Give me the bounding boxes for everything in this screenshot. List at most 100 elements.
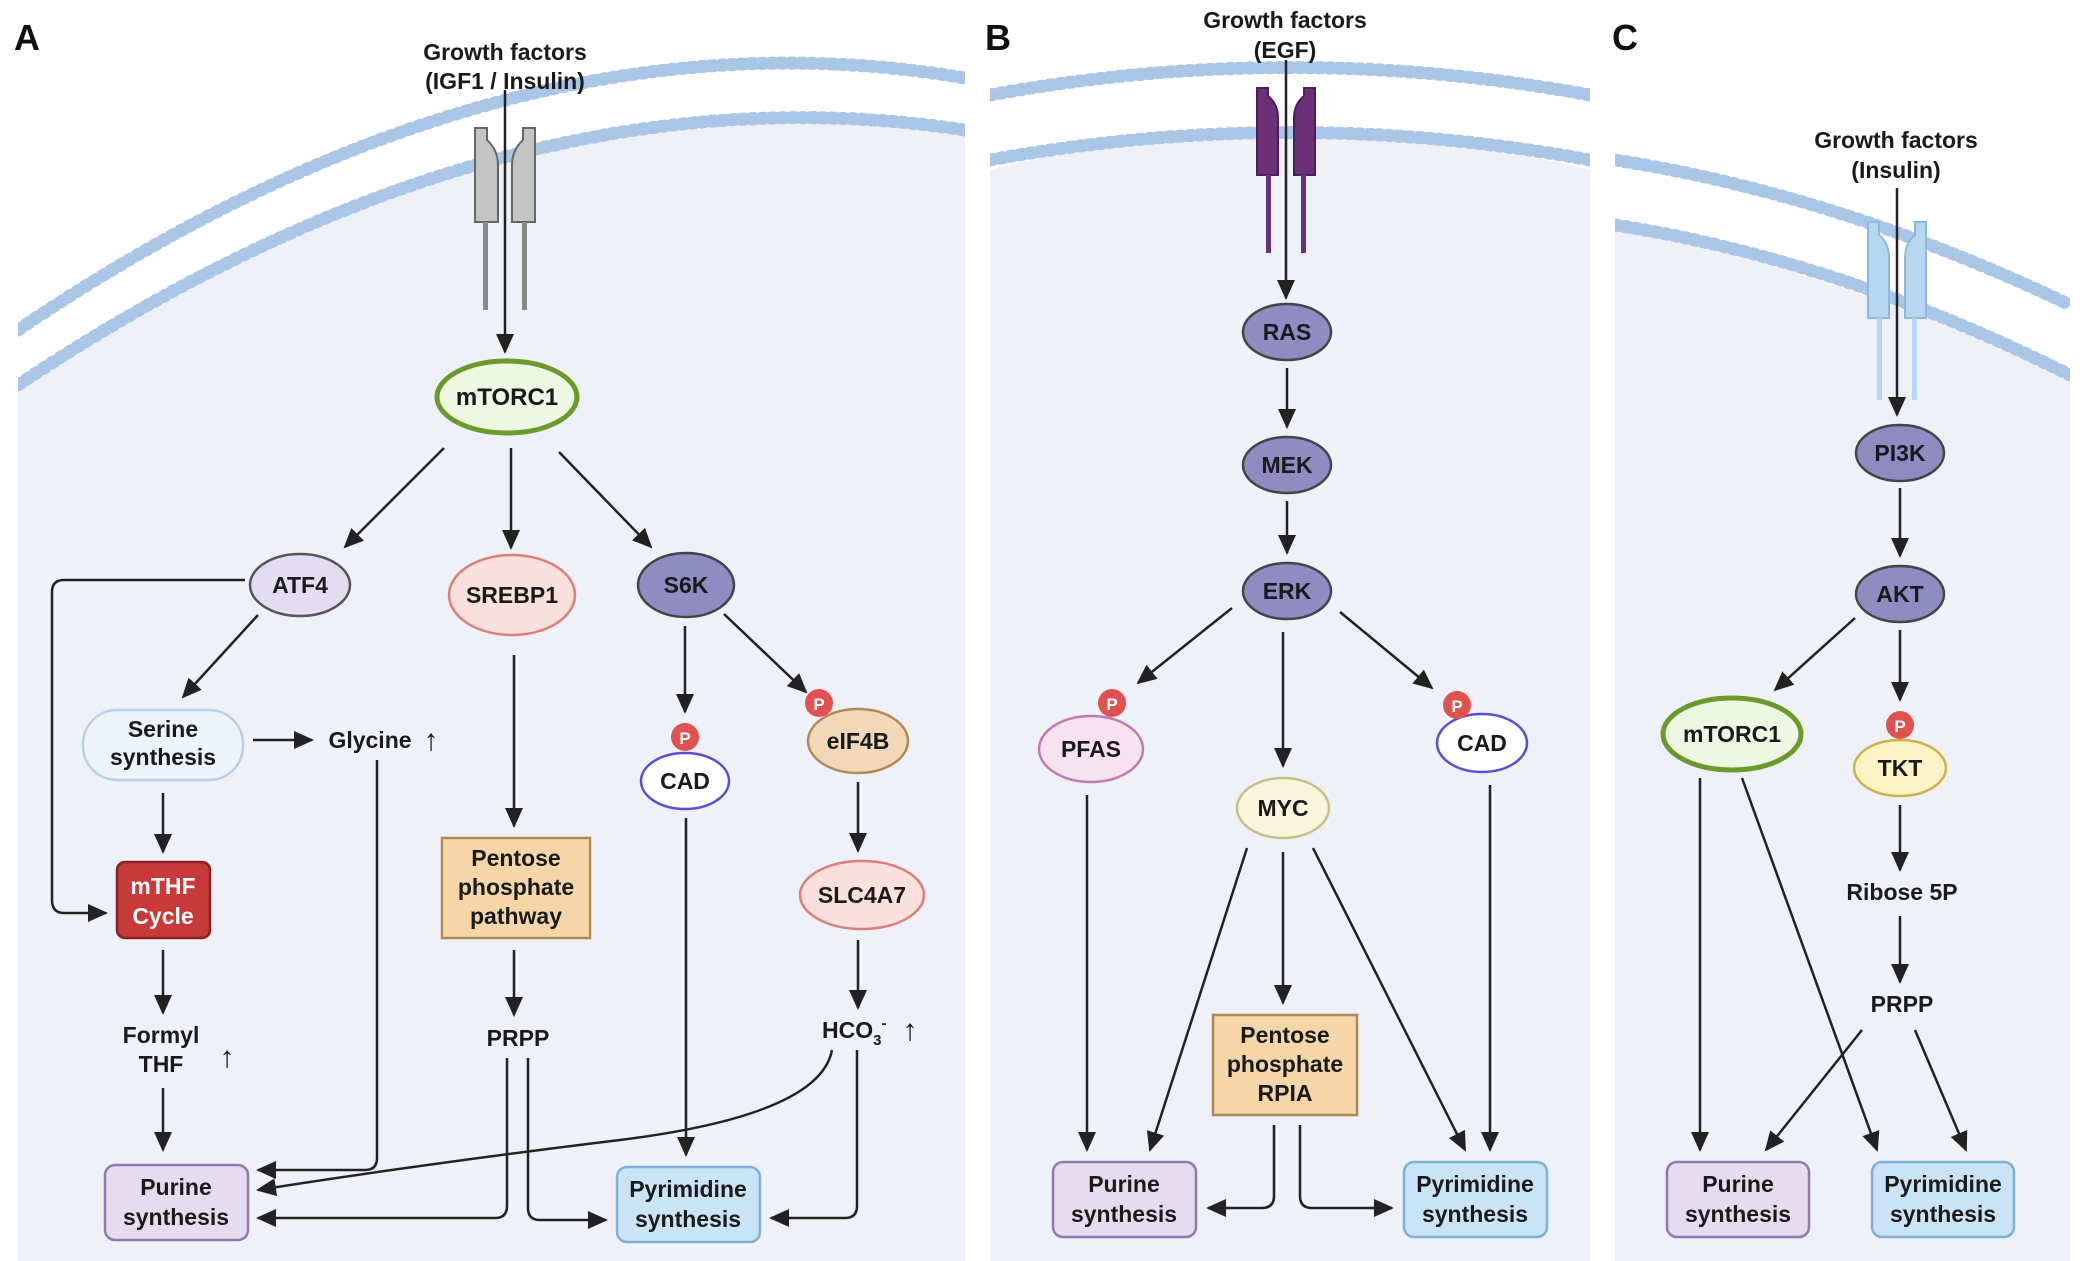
panel-a-ppp-line3: pathway [470, 903, 562, 929]
panel-b-myc-label: MYC [1257, 795, 1308, 821]
panel-c-arrow-akt-mtorc1 [1773, 617, 1856, 692]
panel-b-cell [990, 61, 1590, 1261]
panel-c-purine-line1: Purine [1702, 1171, 1774, 1197]
panel-b-pfas-label: PFAS [1061, 736, 1121, 762]
panel-a-purine-node [103, 1163, 250, 1242]
panel-a-eif4b-phospho: P [805, 689, 833, 717]
panel-a-arrows [50, 447, 867, 1229]
panel-b-pfas-node [1037, 714, 1145, 784]
panel-b-membrane-inner [990, 126, 1590, 167]
panel-c-ribose-label: Ribose 5P [1846, 879, 1957, 905]
panel-a-hco3-label: HCO3- [822, 1015, 886, 1049]
panel-b-mek-label: MEK [1261, 452, 1313, 478]
panel-b-stimulus-line2: (EGF) [1254, 37, 1317, 63]
panel-b-cad-phospho: P [1443, 691, 1471, 719]
panel-c-pi3k-label: PI3K [1874, 440, 1926, 466]
panel-c-purine-node [1665, 1160, 1811, 1239]
panel-c: C Growth factors (Insulin) PI3K AKT mTOR… [1612, 17, 2070, 1261]
panel-a-ppp-node [440, 836, 592, 940]
panel-b-cad-node [1435, 712, 1529, 774]
panel-a-hco3-up-arrow: ↑ [903, 1014, 918, 1047]
panel-a-slc4a7-node [798, 859, 926, 931]
panel-b-ppp-node [1211, 1013, 1359, 1117]
panel-b-arrow-ppp-pyrimidine [1298, 1125, 1394, 1217]
panel-a-mthf-line1: mTHF [130, 873, 195, 899]
panel-a-s6k-label: S6K [664, 572, 709, 598]
panel-a-glycine-up-arrow: ↑ [424, 724, 439, 757]
panel-b: B Growth factors (EGF) RAS MEK ERK PFAS … [985, 7, 1590, 1261]
panel-a-cad-phospho: P [671, 723, 699, 751]
svg-text:P: P [813, 695, 824, 714]
panel-b-purine-line1: Purine [1088, 1171, 1160, 1197]
panel-c-tkt-label: TKT [1878, 755, 1923, 781]
panel-a-purine-line1: Purine [140, 1174, 212, 1200]
panel-b-purine-node [1051, 1160, 1198, 1239]
panel-a-mthf-node [115, 860, 212, 940]
panel-b-stimulus-line1: Growth factors [1203, 7, 1367, 33]
panel-c-letter: C [1612, 17, 1638, 58]
panel-c-akt-node [1854, 564, 1946, 624]
panel-a-slc4a7-label: SLC4A7 [818, 882, 906, 908]
panel-a-arrow-hco3-purine [256, 1049, 834, 1197]
panel-c-arrow-prpp-purine [1764, 1029, 1863, 1152]
panel-b-ppp-line3: RPIA [1258, 1080, 1313, 1106]
panel-b-membrane-outer [990, 61, 1590, 102]
svg-text:P: P [1106, 695, 1117, 714]
panel-a-pyrimidine-node [615, 1165, 762, 1244]
panel-b-arrows [1078, 368, 1499, 1217]
panel-b-letter: B [985, 17, 1011, 58]
panel-c-cell [1615, 153, 2070, 1261]
panel-a-cad-node [639, 751, 731, 811]
panel-a-cytoplasm [18, 117, 965, 1261]
panel-b-ras-label: RAS [1263, 319, 1312, 345]
panel-a-purine-line2: synthesis [123, 1204, 229, 1230]
panel-a: A Growth factors (IGF1 / Insulin) mTORC1… [14, 17, 965, 1261]
panel-b-ppp-line2: phosphate [1227, 1051, 1343, 1077]
panel-b-cytoplasm [990, 132, 1590, 1261]
panel-a-srebp1-node [447, 553, 577, 637]
panel-c-cytoplasm [1615, 230, 2070, 1261]
panel-c-arrow-mtorc1-pyrimidine [1740, 777, 1880, 1152]
panel-c-pyrimidine-line1: Pyrimidine [1884, 1171, 2002, 1197]
panel-a-cad-label: CAD [660, 768, 710, 794]
panel-a-serine-line1: Serine [128, 716, 198, 742]
svg-text:P: P [1894, 717, 1905, 736]
panel-a-arrow-glycine-purine [256, 760, 379, 1179]
panel-c-pyrimidine-node [1870, 1160, 2016, 1239]
panel-b-arrow-erk-pfas [1136, 607, 1233, 685]
panel-a-letter: A [14, 17, 40, 58]
panel-a-atf4-label: ATF4 [272, 572, 328, 598]
panel-b-erk-node [1241, 561, 1333, 621]
panel-a-receptor [474, 127, 536, 310]
panel-a-ppp-line2: phosphate [458, 874, 574, 900]
panel-a-eif4b-node [806, 707, 910, 775]
panel-a-formyl-line2: THF [139, 1051, 184, 1077]
panel-a-mthf-line2: Cycle [132, 903, 193, 929]
panel-c-akt-label: AKT [1876, 581, 1923, 607]
panel-c-tkt-phospho: P [1886, 711, 1914, 739]
panel-c-tkt-node [1852, 738, 1948, 798]
panel-a-mtorc1-node [434, 358, 580, 436]
panel-b-pyrimidine-line2: synthesis [1422, 1201, 1528, 1227]
panel-a-stimulus-line1: Growth factors [423, 39, 587, 65]
panel-a-prpp-label: PRPP [487, 1025, 550, 1051]
panel-a-pyrimidine-line1: Pyrimidine [629, 1176, 747, 1202]
panel-c-stimulus-line1: Growth factors [1814, 127, 1978, 153]
panel-a-pyrimidine-line2: synthesis [635, 1206, 741, 1232]
panel-a-serine-node [81, 708, 245, 782]
panel-c-prpp-label: PRPP [1871, 991, 1934, 1017]
panel-c-pyrimidine-line2: synthesis [1890, 1201, 1996, 1227]
panel-b-pyrimidine-line1: Pyrimidine [1416, 1171, 1534, 1197]
panel-b-purine-line2: synthesis [1071, 1201, 1177, 1227]
panel-a-formyl-line1: Formyl [123, 1022, 200, 1048]
panel-b-mek-node [1241, 435, 1333, 495]
svg-text:P: P [679, 729, 690, 748]
panel-b-arrow-erk-cad [1339, 611, 1434, 690]
panel-b-ppp-line1: Pentose [1240, 1022, 1329, 1048]
panel-c-stimulus-line2: (Insulin) [1851, 157, 1940, 183]
panel-c-membrane-outer [1615, 153, 2070, 312]
panel-a-arrow-mtorc1-s6k [558, 451, 653, 549]
panel-b-ras-node [1241, 302, 1333, 362]
panel-a-arrow-prpp-pyrimidine [526, 1058, 608, 1229]
